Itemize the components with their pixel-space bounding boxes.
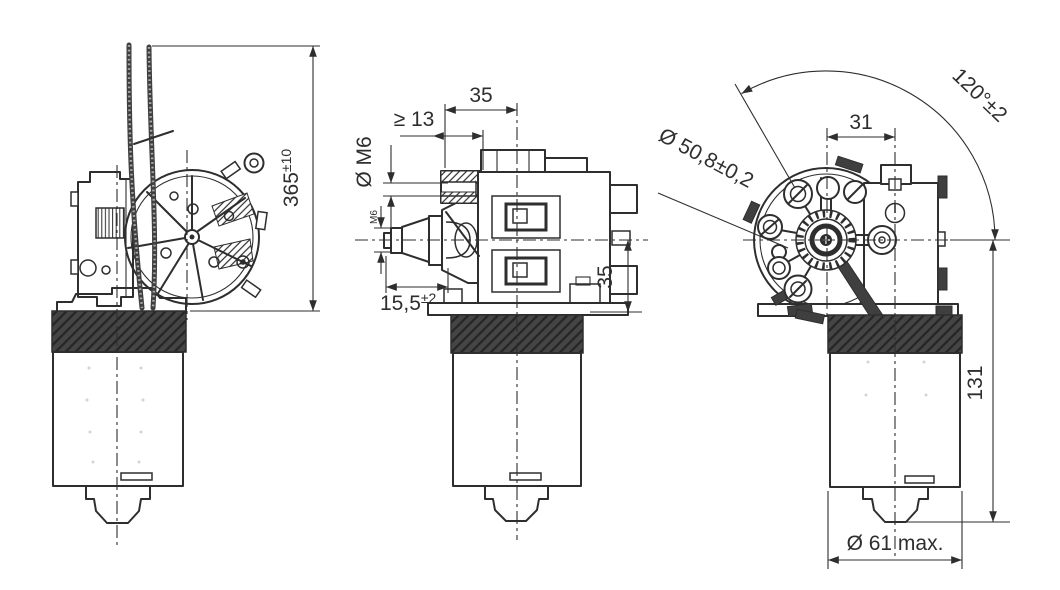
vent-slot bbox=[904, 475, 935, 484]
rim-tab bbox=[220, 160, 242, 180]
edge-tab bbox=[937, 267, 948, 291]
end-cap bbox=[484, 485, 549, 522]
view-front: 365±10 bbox=[51, 42, 320, 548]
dim-axis-distance: 31 bbox=[827, 111, 895, 141]
motor-body bbox=[52, 351, 184, 487]
label-motor-diameter: Ø 61 max. bbox=[847, 532, 944, 555]
dim-motor-diameter: Ø 61 max. bbox=[827, 491, 963, 569]
mounting-eyelet bbox=[243, 152, 265, 174]
brush-pack bbox=[95, 207, 125, 239]
end-cap bbox=[85, 485, 151, 524]
cables bbox=[126, 42, 174, 311]
gearbox-body-side bbox=[427, 149, 638, 316]
label-shaft-thread: M6 bbox=[369, 210, 380, 224]
view-back: 31 120°±2 Ø 50,8±0,2 131 Ø 61 max. bbox=[655, 64, 1012, 569]
label-motor-length: 131 bbox=[964, 365, 987, 400]
gear-cover-front bbox=[124, 152, 268, 305]
flange-tab bbox=[935, 305, 953, 316]
side-tab bbox=[609, 184, 638, 214]
label-shaft-length: 15,5±2 bbox=[380, 290, 437, 315]
label-shaft-axis-height: 35 bbox=[594, 265, 617, 288]
label-wiping-angle: 120°±2 bbox=[948, 64, 1012, 127]
view-side: 35 ≥ 13 Ø M6 M6 15 bbox=[353, 84, 648, 540]
vent-slot bbox=[120, 472, 153, 481]
cable-break-mark bbox=[133, 130, 174, 145]
label-bolt-circle: Ø 50,8±0,2 bbox=[655, 124, 757, 193]
hatched-wedge bbox=[211, 192, 255, 227]
label-thread-engagement: ≥ 13 bbox=[394, 108, 435, 131]
dim-motor-length: 131 bbox=[905, 240, 1010, 523]
body-dots bbox=[864, 360, 928, 397]
label-cable-length: 365±10 bbox=[278, 149, 303, 208]
label-gearbox-depth: 35 bbox=[469, 84, 492, 107]
dim-shaft-length: 15,5±2 bbox=[380, 256, 449, 315]
magnet-band bbox=[51, 310, 187, 353]
rim-tab-hatched bbox=[794, 308, 826, 325]
dim-cable-length: 365±10 bbox=[152, 45, 320, 312]
terminal-bracket bbox=[70, 171, 134, 307]
side-tab bbox=[609, 265, 638, 295]
body-dots bbox=[85, 366, 145, 464]
edge-tab bbox=[937, 175, 948, 199]
dim-shaft-axis-height: 35 bbox=[590, 240, 642, 313]
motor-housing-front bbox=[51, 310, 187, 524]
rim-tab bbox=[254, 210, 268, 231]
rim-tab bbox=[240, 279, 262, 299]
label-mounting-hole: Ø M6 bbox=[353, 136, 376, 187]
dim-shaft-thread: M6 bbox=[369, 206, 392, 274]
vent-slot bbox=[509, 472, 542, 481]
label-axis-distance: 31 bbox=[849, 111, 872, 134]
cover-screws bbox=[160, 191, 250, 269]
gearbox-flange bbox=[427, 302, 629, 316]
dim-thread-engagement: ≥ 13 bbox=[394, 108, 484, 170]
housing-flange-front bbox=[56, 287, 187, 312]
rim-tab-hatched bbox=[834, 155, 864, 174]
flange-post bbox=[443, 288, 463, 304]
